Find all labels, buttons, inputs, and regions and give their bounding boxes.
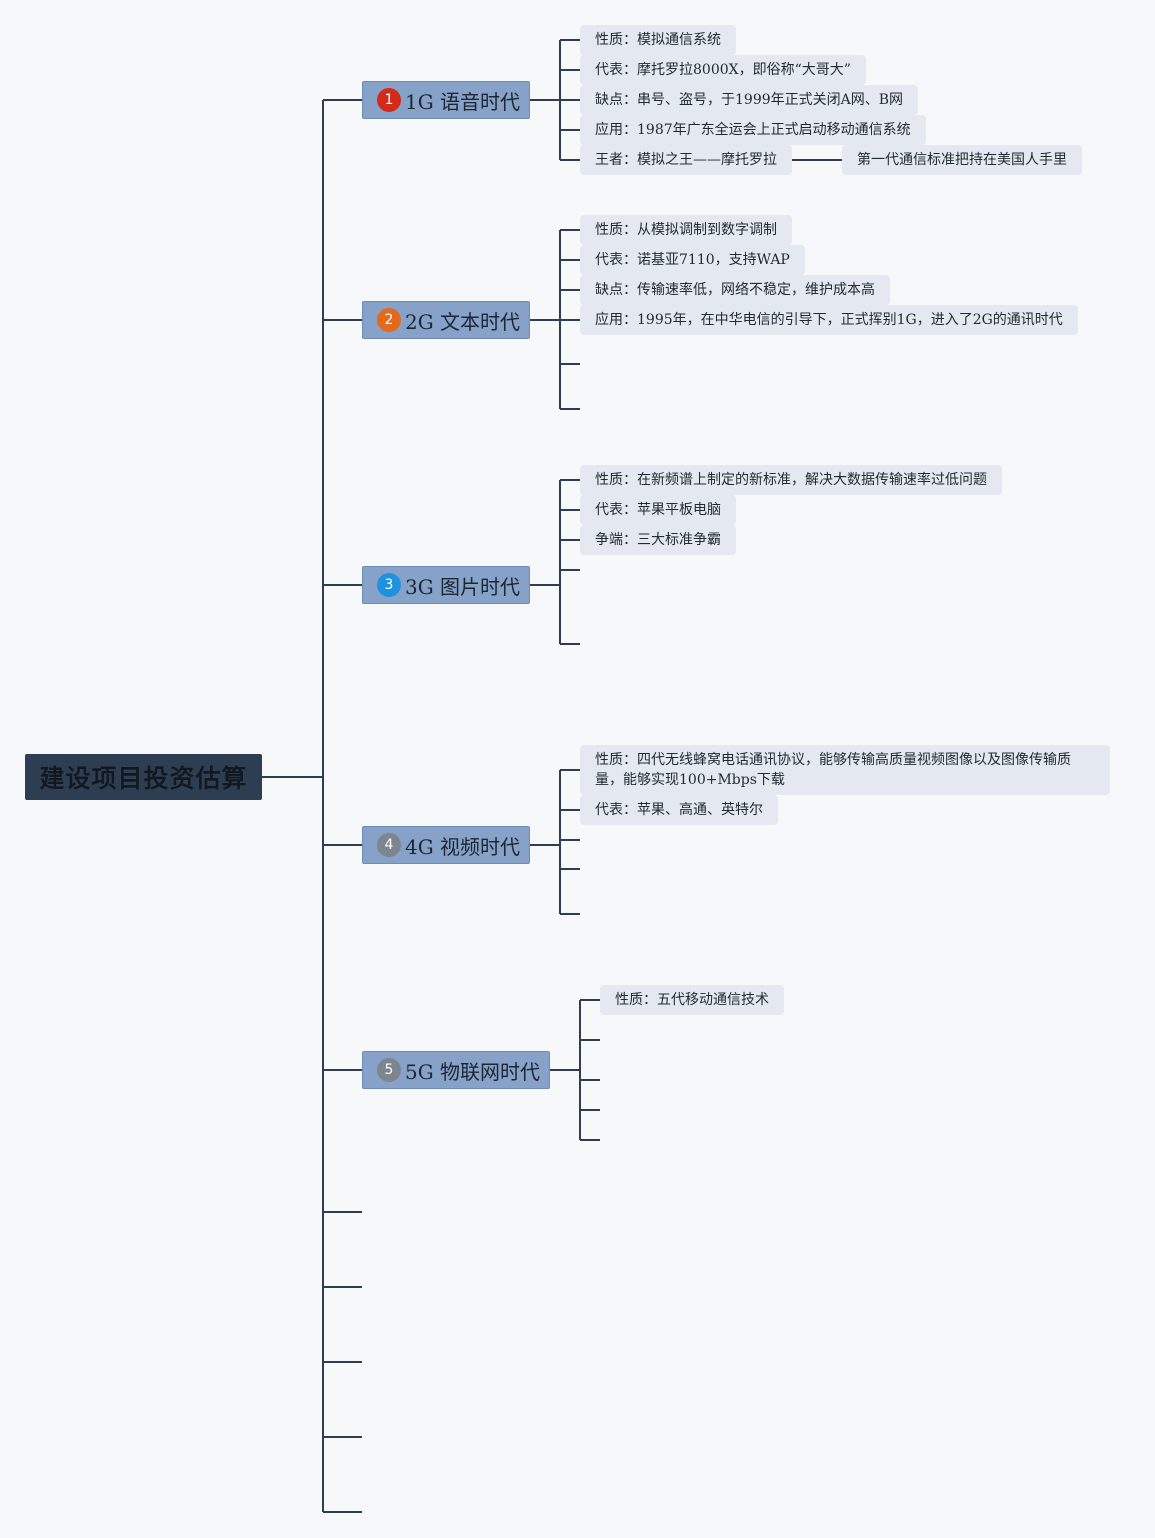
number-1-icon: 1 xyxy=(377,88,401,112)
branch-label: 5G 物联网时代 xyxy=(405,1059,541,1084)
leaf-2g-representative[interactable]: 代表：诺基亚7110，支持WAP xyxy=(580,245,805,275)
leaf-3g-representative[interactable]: 代表：苹果平板电脑 xyxy=(580,495,736,525)
number-5-icon: 5 xyxy=(377,1058,401,1082)
branch-label: 3G 图片时代 xyxy=(405,574,521,599)
leaf-1g-king[interactable]: 王者：模拟之王——摩托罗拉 xyxy=(580,145,792,175)
leaf-1g-application[interactable]: 应用：1987年广东全运会上正式启动移动通信系统 xyxy=(580,115,926,145)
root-title: 建设项目投资估算 xyxy=(39,764,248,793)
leaf-4g-representative[interactable]: 代表：苹果、高通、英特尔 xyxy=(580,795,778,825)
leaf-3g-dispute[interactable]: 争端：三大标准争霸 xyxy=(580,525,736,555)
number-4-icon: 4 xyxy=(377,833,401,857)
leaf-1g-representative[interactable]: 代表：摩托罗拉8000X，即俗称“大哥大” xyxy=(580,55,866,85)
branch-4g[interactable]: 4 4G 视频时代 xyxy=(362,826,530,864)
branch-3g[interactable]: 3 3G 图片时代 xyxy=(362,566,530,604)
leaf-5g-nature[interactable]: 性质：五代移动通信技术 xyxy=(600,985,784,1015)
leaf-3g-nature[interactable]: 性质：在新频谱上制定的新标准，解决大数据传输速率过低问题 xyxy=(580,465,1002,495)
branch-2g[interactable]: 2 2G 文本时代 xyxy=(362,301,530,339)
leaf-1g-drawback[interactable]: 缺点：串号、盗号，于1999年正式关闭A网、B网 xyxy=(580,85,919,115)
leaf-2g-application[interactable]: 应用：1995年，在中华电信的引导下，正式挥别1G，进入了2G的通讯时代 xyxy=(580,305,1078,335)
number-3-icon: 3 xyxy=(377,573,401,597)
branch-5g[interactable]: 5 5G 物联网时代 xyxy=(362,1051,550,1089)
leaf-4g-nature[interactable]: 性质：四代无线蜂窝电话通讯协议，能够传输高质量视频图像以及图像传输质量，能够实现… xyxy=(580,745,1110,795)
branch-label: 4G 视频时代 xyxy=(405,834,521,859)
leaf-2g-drawback[interactable]: 缺点：传输速率低，网络不稳定，维护成本高 xyxy=(580,275,890,305)
branch-label: 2G 文本时代 xyxy=(405,309,521,334)
root-topic[interactable]: 建设项目投资估算 xyxy=(25,754,262,800)
leaf-1g-standard-note[interactable]: 第一代通信标准把持在美国人手里 xyxy=(842,145,1082,175)
number-2-icon: 2 xyxy=(377,308,401,332)
leaf-1g-nature[interactable]: 性质：模拟通信系统 xyxy=(580,25,736,55)
leaf-2g-nature[interactable]: 性质：从模拟调制到数字调制 xyxy=(580,215,792,245)
branch-label: 1G 语音时代 xyxy=(405,89,521,114)
branch-1g[interactable]: 1 1G 语音时代 xyxy=(362,81,530,119)
